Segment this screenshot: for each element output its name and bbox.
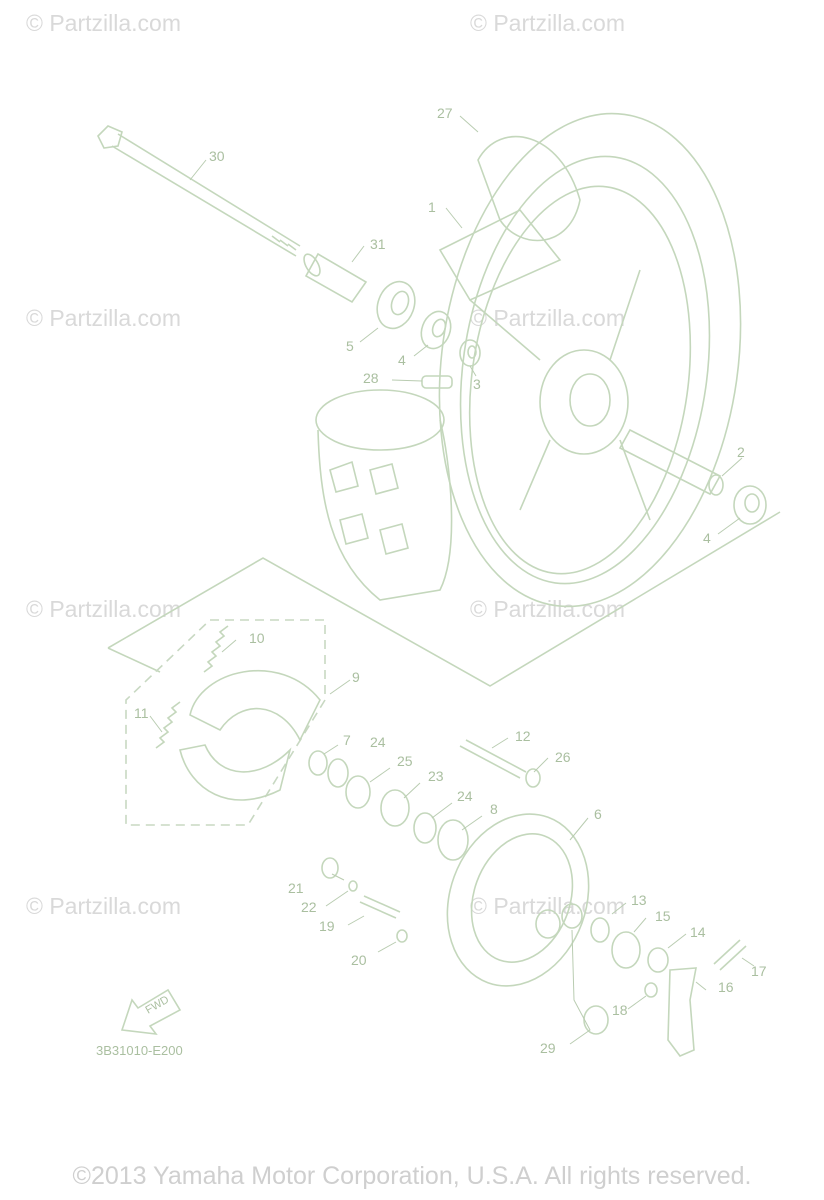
callout-12: 12: [515, 728, 531, 744]
callout-24: 24: [457, 788, 473, 804]
callout-19: 19: [319, 918, 335, 934]
callout-6: 6: [594, 806, 602, 822]
callout-15: 15: [655, 908, 671, 924]
callout-14: 14: [690, 924, 706, 940]
bolt: [713, 939, 747, 971]
nut: [644, 982, 658, 998]
pin: [421, 375, 453, 389]
callout-25: 25: [397, 753, 413, 769]
callout-23: 23: [428, 768, 444, 784]
watermark: © Partzilla.com: [26, 305, 181, 331]
watermark: © Partzilla.com: [26, 893, 181, 919]
fwd-label: FWD: [144, 994, 172, 1017]
o-ring: [525, 768, 541, 788]
callout-9: 9: [352, 669, 360, 685]
watermark: © Partzilla.com: [26, 10, 181, 36]
spring: [155, 701, 181, 749]
callout-27: 27: [437, 105, 453, 121]
brake-shoe-group-box: [125, 619, 326, 826]
callout-3: 3: [473, 376, 481, 392]
washer: [327, 758, 349, 788]
callout-5: 5: [346, 338, 354, 354]
ring: [345, 775, 371, 809]
callout-1: 1: [428, 199, 436, 215]
callout-7: 7: [343, 732, 351, 748]
spring: [203, 625, 229, 673]
callout-28: 28: [363, 370, 379, 386]
bearing: [733, 485, 767, 525]
forward-arrow-icon: FWD: [120, 988, 182, 1036]
bearing: [376, 280, 416, 330]
washer: [413, 812, 437, 844]
o-ring: [396, 929, 408, 943]
callout-10: 10: [249, 630, 265, 646]
copyright-notice: ©2013 Yamaha Motor Corporation, U.S.A. A…: [72, 1162, 752, 1190]
callout-24: 24: [370, 734, 386, 750]
tire-and-wheel: [438, 112, 742, 608]
brake-shoes: [179, 669, 321, 801]
callout-22: 22: [301, 899, 317, 915]
hub: [315, 389, 453, 601]
watermark: © Partzilla.com: [470, 305, 625, 331]
spring: [611, 931, 641, 969]
brake-shoe-plate: [446, 813, 590, 987]
diagram-code: 3B31010-E200: [96, 1043, 183, 1058]
callout-4: 4: [398, 352, 406, 368]
nut: [583, 1005, 609, 1035]
brake-lever: [667, 967, 697, 1057]
callout-31: 31: [370, 236, 386, 252]
callout-21: 21: [288, 880, 304, 896]
axle-shaft: [97, 125, 301, 257]
callout-16: 16: [718, 979, 734, 995]
camshaft: [459, 739, 527, 779]
callout-26: 26: [555, 749, 571, 765]
o-ring: [348, 880, 358, 892]
callout-29: 29: [540, 1040, 556, 1056]
washer: [308, 750, 328, 776]
indicator-shaft: [359, 895, 401, 919]
callout-13: 13: [631, 892, 647, 908]
callout-4: 4: [703, 530, 711, 546]
callout-18: 18: [612, 1002, 628, 1018]
callout-8: 8: [490, 801, 498, 817]
collar: [618, 428, 724, 496]
gear: [380, 789, 410, 827]
watermark: © Partzilla.com: [26, 596, 181, 622]
callout-20: 20: [351, 952, 367, 968]
callout-11: 11: [134, 705, 149, 721]
callout-17: 17: [751, 963, 767, 979]
watermark: © Partzilla.com: [470, 893, 625, 919]
callout-2: 2: [737, 444, 745, 460]
oil-seal: [437, 819, 469, 861]
watermark: © Partzilla.com: [470, 10, 625, 36]
indicator-plate: [647, 947, 669, 973]
callout-30: 30: [209, 148, 225, 164]
collar: [303, 252, 368, 304]
cap: [321, 857, 339, 879]
bearing: [420, 310, 452, 350]
washer: [590, 917, 610, 943]
